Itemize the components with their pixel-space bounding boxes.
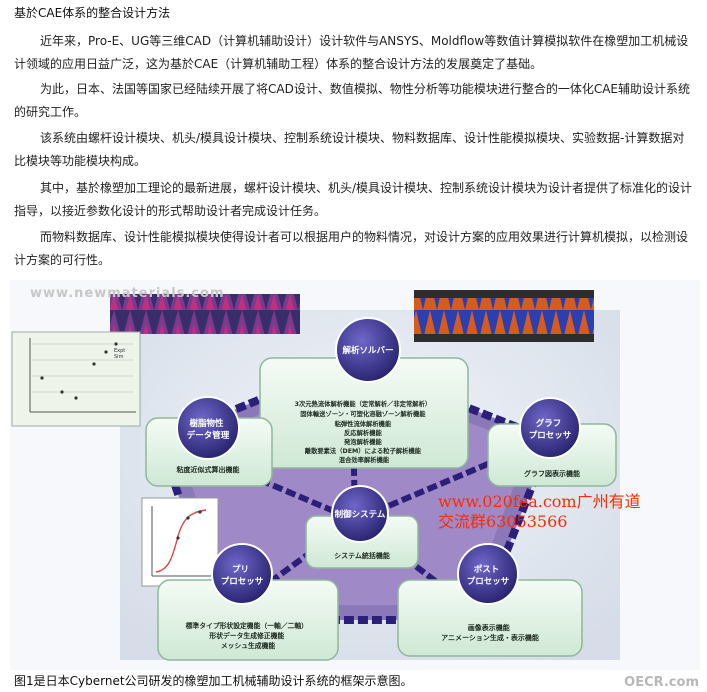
paragraph-2: 为此，日本、法国等国家已经陆续开展了将CAD设计、数值模拟、物性分析等功能模块进… — [14, 82, 691, 119]
post-line-1: 画像表示機能 — [468, 623, 510, 632]
post-label-2: プロセッサ — [467, 576, 510, 587]
svg-text:画像表示機能 アニメーション生成・表示機能: 画像表示機能 アニメーション生成・表示機能 — [441, 623, 539, 642]
svg-text:プリ プロセッサ: プリ プロセッサ — [221, 564, 264, 587]
analysis-line-2: 固体輸送ゾーン・可塑化溶融ゾーン解析機能 — [300, 409, 426, 418]
watermark-overlay: www.020fea.com广州有道 交流群63053566 — [438, 492, 641, 532]
framework-diagram: Expt Sim 3次元熱流体解析機能（定常解析／非定常解析） 固体輸送ゾーン・… — [10, 280, 700, 670]
pre-line-1: 標準タイプ形状設定機能（一軸／二軸） — [186, 621, 308, 630]
watermark-top: www.newmaterials.com — [30, 286, 225, 301]
svg-text:3次元熱流体解析機能（定常解析／非定常解析） 固: 3次元熱流体解析機能（定常解析／非定常解析） 固体輸送ゾーン・可塑化溶融ゾーン解… — [295, 399, 434, 464]
viscosity-chart: Expt Sim — [11, 331, 141, 427]
post-line-2: アニメーション生成・表示機能 — [441, 633, 539, 642]
article-title: 基於CAE体系的整合设计方法 — [14, 6, 171, 20]
svg-text:グラフ プロセッサ: グラフ プロセッサ — [529, 418, 572, 441]
svg-text:樹脂物性 データ管理: 樹脂物性 データ管理 — [187, 418, 230, 441]
paragraph-5: 而物料数据库、设计性能模拟模块使得设计者可以根据用户的物料情况，对设计方案的应用… — [14, 230, 689, 267]
control-system-label: 制御システム — [335, 509, 386, 520]
analysis-line-4: 反応解析機能 — [344, 428, 382, 437]
analysis-line-3: 粘弾性流体解析機能 — [334, 419, 392, 428]
watermark-overlay-line-2: 交流群63053566 — [438, 512, 568, 531]
screw-image-left — [110, 294, 300, 334]
pre-label-1: プリ — [232, 564, 249, 575]
paragraph-1: 近年来，Pro-E、UG等三维CAD（计算机辅助设计）设计软件与ANSYS、Mo… — [14, 34, 689, 71]
analysis-line-5: 発泡解析機能 — [343, 437, 382, 446]
chart-legend-sim: Sim — [114, 354, 124, 360]
analysis-line-7: 混合効率解析機能 — [339, 455, 390, 464]
graph-label-2: プロセッサ — [529, 430, 572, 441]
pressure-curve-chart — [141, 497, 219, 587]
svg-text:標準タイプ形状設定機能（一軸／二軸） 形状データ: 標準タイプ形状設定機能（一軸／二軸） 形状データ生成修正機能 メッシュ生成機能 — [186, 621, 311, 650]
graph-line-1: グラフ図表示機能 — [524, 469, 580, 478]
pre-label-2: プロセッサ — [221, 576, 264, 587]
paragraph-4: 其中，基於橡塑加工理论的最新进展，螺杆设计模块、机头/模具设计模块、控制系统设计… — [14, 181, 693, 218]
control-line-1: システム統括機能 — [334, 551, 390, 560]
paragraph-3: 该系统由螺杆设计模块、机头/模具设计模块、控制系统设计模块、物料数据库、设计性能… — [14, 131, 685, 168]
screw-image-right — [414, 290, 594, 342]
pre-line-3: メッシュ生成機能 — [221, 641, 276, 650]
system-framework-figure: Expt Sim 3次元熱流体解析機能（定常解析／非定常解析） 固体輸送ゾーン・… — [10, 280, 700, 670]
graph-label-1: グラフ — [536, 418, 562, 429]
pre-processor-circle — [211, 543, 273, 605]
svg-text:ポスト プロセッサ: ポスト プロセッサ — [467, 564, 510, 587]
figure-caption: 图1是日本Cybernet公司研发的橡塑加工机械辅助设计系统的框架示意图。 — [14, 674, 413, 688]
watermark-bottom: OECR.com — [624, 675, 699, 690]
pre-line-2: 形状データ生成修正機能 — [209, 631, 284, 640]
material-line-1: 粘度近似式算出機能 — [177, 465, 240, 474]
material-label-1: 樹脂物性 — [190, 418, 225, 429]
material-label-2: データ管理 — [187, 430, 230, 441]
post-label-1: ポスト — [474, 564, 500, 575]
control-system-circle — [331, 485, 389, 543]
analysis-line-1: 3次元熱流体解析機能（定常解析／非定常解析） — [295, 399, 432, 408]
watermark-overlay-line-1: www.020fea.com广州有道 — [438, 492, 641, 511]
post-processor-circle — [457, 543, 519, 605]
analysis-solver-label: 解析ソルバー — [342, 345, 393, 356]
material-data-circle — [176, 396, 240, 460]
analysis-line-6: 離散要素法（DEM）による粒子解析機能 — [305, 446, 422, 455]
graph-processor-circle — [519, 397, 581, 459]
chart-legend-expt: Expt — [114, 348, 125, 354]
analysis-solver-circle — [335, 317, 401, 383]
